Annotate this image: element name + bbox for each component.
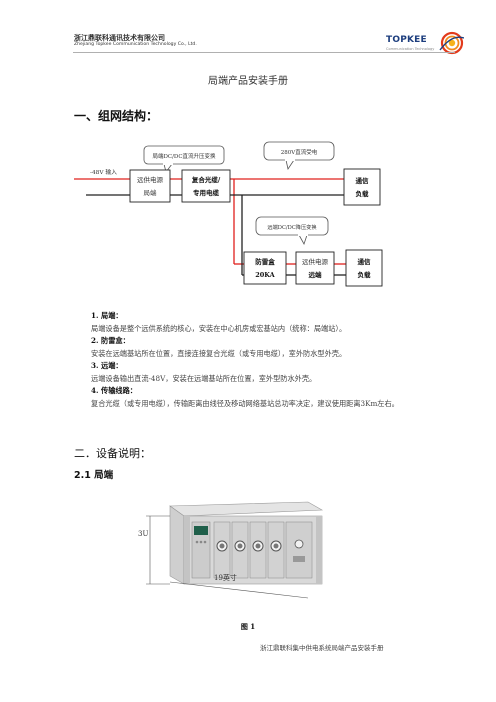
company-name-cn: 浙江鼎联科通讯技术有限公司 (74, 34, 165, 42)
svg-text:专用电缆: 专用电缆 (193, 188, 220, 197)
section-heading-network: 一、组网结构： (74, 109, 159, 123)
list-item-desc: 局端设备是整个远供系统的核心，安装在中心机房或宏基站内（统称：局端站）。 (91, 323, 347, 333)
svg-text:远供电源: 远供电源 (302, 257, 329, 266)
callout-remote-dcdc: 远端DC/DC降压变换 (255, 216, 329, 245)
svg-text:远端: 远端 (309, 270, 323, 279)
network-diagram: 局端DC/DC直流升压变换 280V直流受电 远端DC/DC降压变换 -48V … (74, 141, 383, 287)
svg-text:远供电源: 远供电源 (137, 175, 164, 184)
box-remote-power: 远供电源 远端 (295, 251, 335, 285)
logo-subtitle: Communication Technology (386, 47, 435, 51)
list-item-title: 2. 防雷盒： (91, 336, 130, 345)
svg-text:负载: 负载 (356, 189, 370, 198)
page-footer: 浙江鼎联科集中供电系统局端产品安装手册 (260, 644, 384, 652)
callout-280v: 280V直流受电 (263, 141, 335, 171)
lcd-display-icon (194, 526, 208, 535)
subsection-heading-local: 2.1 局端 (74, 470, 114, 481)
list-item-desc: 复合光缆（或专用电缆），传输距离由线径及移动网络基站总功率决定，建议使用距离3K… (91, 398, 399, 408)
callout-280v-text: 280V直流受电 (281, 148, 318, 156)
callout-remote-dcdc-text: 远端DC/DC降压变换 (267, 223, 317, 231)
list-item-desc: 安装在远端基站所在位置，直接连接复合光缆（或专用电缆），室外防水型外壳。 (91, 348, 347, 358)
list-item-desc: 远端设备输出直流-48V，安装在远端基站所在位置，室外型防水外壳。 (91, 373, 317, 383)
box-local-power: 远供电源 局端 (129, 169, 171, 203)
header-divider (73, 52, 455, 53)
svg-text:20KA: 20KA (255, 271, 275, 279)
svg-text:局端: 局端 (144, 188, 158, 197)
device-photo: 3U 19英寸 (138, 501, 324, 599)
dimension-width-label: 19英寸 (214, 573, 237, 582)
svg-text:负载: 负载 (358, 270, 372, 279)
document-title: 局端产品安装手册 (208, 76, 288, 87)
box-lightning-arrester: 防雷盒 20KA (243, 251, 287, 285)
section-heading-equipment: 二．设备说明： (74, 447, 151, 460)
logo-swirl-icon (439, 31, 464, 55)
svg-text:防雷盒: 防雷盒 (255, 257, 275, 266)
input-label: -48V 输入 (90, 168, 117, 176)
callout-local-dcdc: 局端DC/DC直流升压变换 (143, 145, 225, 173)
svg-text:通信: 通信 (358, 257, 372, 266)
company-logo (439, 31, 464, 55)
logo-wordmark: TOPKEE (386, 35, 427, 45)
svg-text:通信: 通信 (356, 176, 370, 185)
figure-caption: 图 1 (240, 622, 256, 631)
dimension-height-label: 3U (138, 530, 148, 538)
power-modules (213, 521, 313, 579)
box-composite-cable: 复合光缆/ 专用电缆 (181, 169, 231, 203)
svg-text:复合光缆/: 复合光缆/ (191, 175, 221, 184)
list-item-title: 4. 传输线路： (91, 386, 137, 395)
list-item-title: 1. 局端： (91, 311, 123, 320)
list-item-title: 3. 远端： (91, 361, 123, 370)
component-list: 1. 局端： 局端设备是整个远供系统的核心，安装在中心机房或宏基站内（统称：局端… (91, 310, 421, 410)
box-telecom-load-2: 通信 负载 (345, 249, 383, 287)
callout-local-dcdc-text: 局端DC/DC直流升压变换 (152, 152, 216, 160)
company-name-en: Zhejiang Topkee Communication Technology… (74, 42, 197, 47)
box-telecom-load-1: 通信 负载 (343, 168, 381, 206)
